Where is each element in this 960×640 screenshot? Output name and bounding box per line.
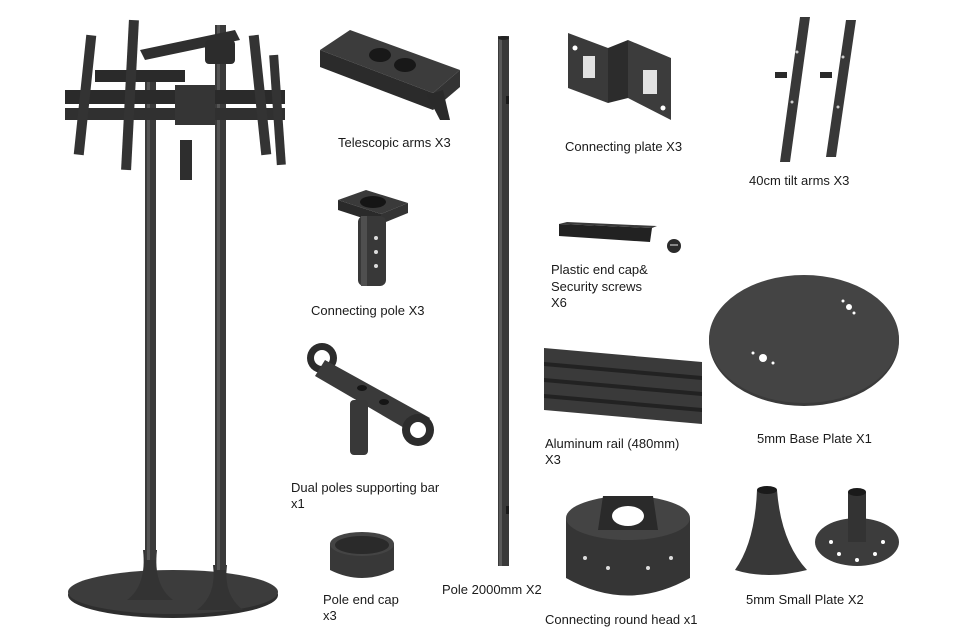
aluminum-rail-image [542, 348, 704, 424]
dual-poles-bar-label-line2: x1 [291, 496, 305, 511]
plastic-end-cap-label-line3: X6 [551, 295, 567, 310]
round-head-label: Connecting round head x1 [545, 612, 698, 627]
pole-end-cap-label-line1: Pole end cap [323, 592, 399, 607]
plastic-end-cap-label-line2: Security screws [551, 279, 643, 294]
round-head-image [563, 488, 693, 603]
small-plate-label: 5mm Small Plate X2 [746, 592, 864, 607]
pole-end-cap-label-line2: x3 [323, 608, 337, 623]
connecting-pole-image [336, 188, 411, 290]
assembled-stand-image [55, 10, 300, 625]
telescopic-arms-image [315, 25, 465, 120]
pole-label: Pole 2000mm X2 [442, 582, 542, 597]
plastic-end-cap-label-line1: Plastic end cap& [551, 262, 648, 277]
aluminum-rail-label-line1: Aluminum rail (480mm) [545, 436, 680, 451]
pole-end-cap-image [327, 530, 397, 585]
base-plate-label: 5mm Base Plate X1 [757, 431, 872, 446]
dual-poles-bar-image [300, 340, 440, 460]
connecting-pole-label: Connecting pole X3 [311, 303, 425, 318]
base-plate-image [707, 273, 902, 408]
tilt-arms-image [770, 12, 865, 167]
aluminum-rail-label-line2: X3 [545, 452, 561, 467]
connecting-plate-image [563, 28, 673, 123]
plastic-end-cap-image [557, 220, 687, 255]
pole-image [496, 36, 512, 566]
tilt-arms-label: 40cm tilt arms X3 [749, 173, 850, 188]
small-plate-image [735, 482, 905, 582]
telescopic-arms-label: Telescopic arms X3 [338, 135, 451, 150]
connecting-plate-label: Connecting plate X3 [565, 139, 683, 154]
dual-poles-bar-label-line1: Dual poles supporting bar [291, 480, 440, 495]
